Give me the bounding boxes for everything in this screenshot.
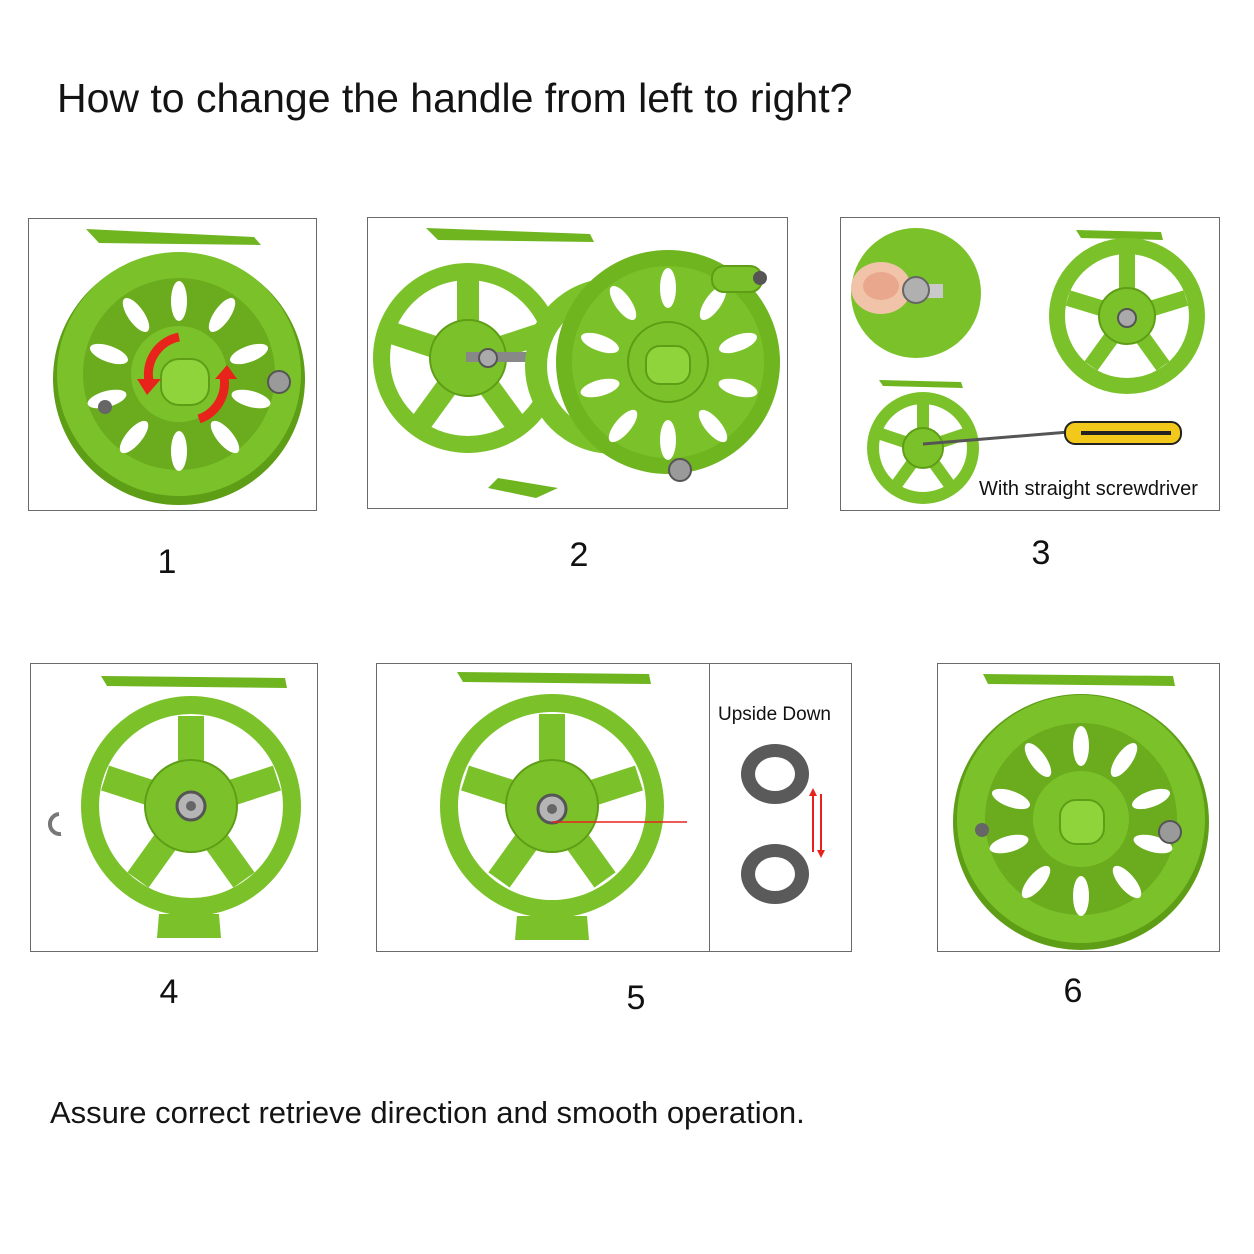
step-6-panel — [937, 663, 1220, 952]
page-title: How to change the handle from left to ri… — [57, 75, 853, 121]
reel-reassembled-image — [953, 674, 1209, 950]
step-5-panel: Upside Down — [376, 663, 852, 952]
step-6-number: 6 — [1063, 972, 1083, 1010]
step-4-panel — [30, 663, 318, 952]
step-1-number: 1 — [157, 543, 177, 581]
step-3-caption: With straight screwdriver — [979, 478, 1198, 500]
step-1-panel — [28, 218, 317, 511]
step-5-caption: Upside Down — [718, 704, 831, 725]
reel-exploded-view-image — [373, 228, 780, 498]
reel-frame-with-clip-image — [48, 676, 301, 938]
step-5-divider — [709, 664, 710, 951]
step-2-number: 2 — [569, 536, 589, 574]
reel-front-rotating-image — [53, 229, 305, 505]
footer-note: Assure correct retrieve direction and sm… — [50, 1095, 805, 1130]
step-3-number: 3 — [1031, 534, 1051, 572]
step-4-number: 4 — [159, 973, 179, 1011]
reel-frame-bearing-image — [440, 672, 825, 940]
step-5-number: 5 — [626, 979, 646, 1017]
step-2-panel — [367, 217, 788, 509]
step-3-panel: With straight screwdriver — [840, 217, 1220, 511]
screwdriver-removal-image — [851, 228, 1205, 504]
